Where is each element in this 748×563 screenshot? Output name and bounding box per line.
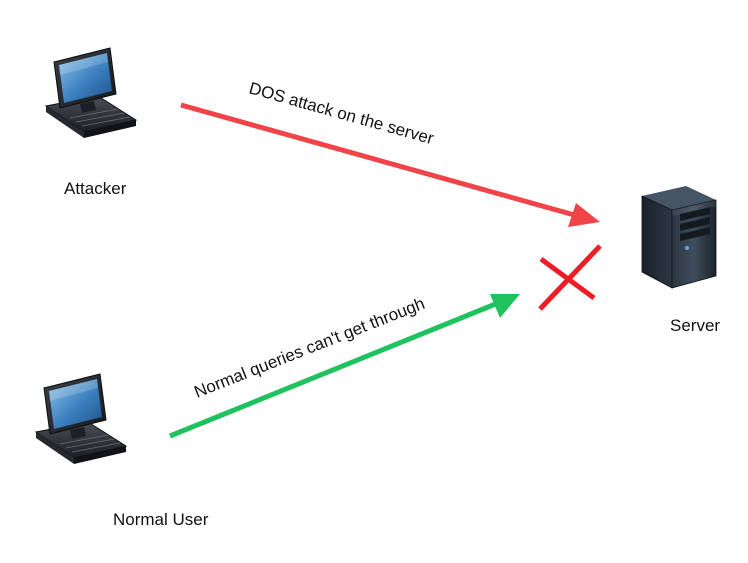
dos-attack-arrow	[180, 102, 600, 227]
normal-user-label: Normal User	[113, 510, 209, 529]
attacker-label: Attacker	[64, 179, 127, 198]
normal-query-arrow	[169, 294, 520, 439]
dos-attack-label: DOS attack on the server	[247, 79, 436, 149]
server-label: Server	[670, 316, 721, 335]
attacker-computer-icon	[45, 47, 137, 139]
server-tower-icon	[641, 186, 717, 289]
normal-user-computer-icon	[35, 373, 127, 465]
blocked-x-mark-icon	[538, 244, 602, 311]
